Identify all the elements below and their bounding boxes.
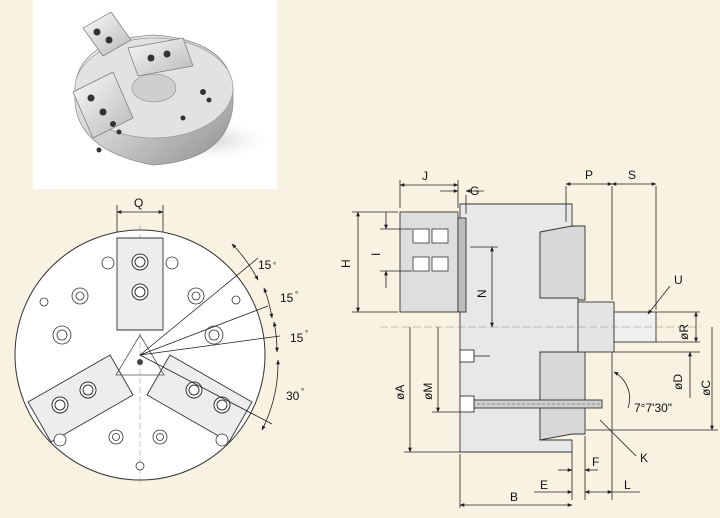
dim-Q-label: Q xyxy=(134,196,143,210)
dim-B-label: B xyxy=(510,490,518,504)
dim-E-label: E xyxy=(540,478,548,492)
front-view: Q 15 ° 15 ° 15 ° 30 ° xyxy=(14,196,308,485)
three-jaw-chuck-illustration xyxy=(72,11,278,166)
dim-L-label: L xyxy=(624,478,631,492)
right-jaw xyxy=(146,354,253,443)
dim-C-label: øC xyxy=(699,380,713,396)
dim-R-label: øR xyxy=(677,324,691,340)
degree-symbol-2: ° xyxy=(295,290,298,299)
dim-J-label: J xyxy=(422,169,428,183)
angle-15-label-2: 15 xyxy=(280,291,294,305)
dim-P-label: P xyxy=(585,168,593,182)
dim-I-label: I xyxy=(369,253,383,256)
left-jaw xyxy=(27,354,134,443)
dim-S-label: S xyxy=(628,168,636,182)
dim-H-label: H xyxy=(339,259,353,268)
dim-K-label: K xyxy=(640,451,648,465)
angle-30-label: 30 xyxy=(286,389,300,403)
dim-A-label: øA xyxy=(393,385,407,400)
dim-G-label: G xyxy=(470,184,479,198)
chuck-product-photo xyxy=(33,0,278,189)
dim-D-label: øD xyxy=(671,374,685,390)
angle-15-label-1: 15 xyxy=(258,258,272,272)
dim-M-label: øM xyxy=(421,383,435,400)
taper-angle-label: 7°7'30" xyxy=(634,401,672,415)
side-view: J G H I N P S U øR xyxy=(339,168,718,508)
dim-F-label: F xyxy=(592,455,599,469)
dim-U-label: U xyxy=(674,273,683,287)
degree-symbol-1: ° xyxy=(273,261,276,270)
angle-15-label-3: 15 xyxy=(290,331,304,345)
dim-N-label: N xyxy=(475,289,489,298)
degree-symbol-4: ° xyxy=(301,387,304,396)
degree-symbol-3: ° xyxy=(305,329,308,338)
